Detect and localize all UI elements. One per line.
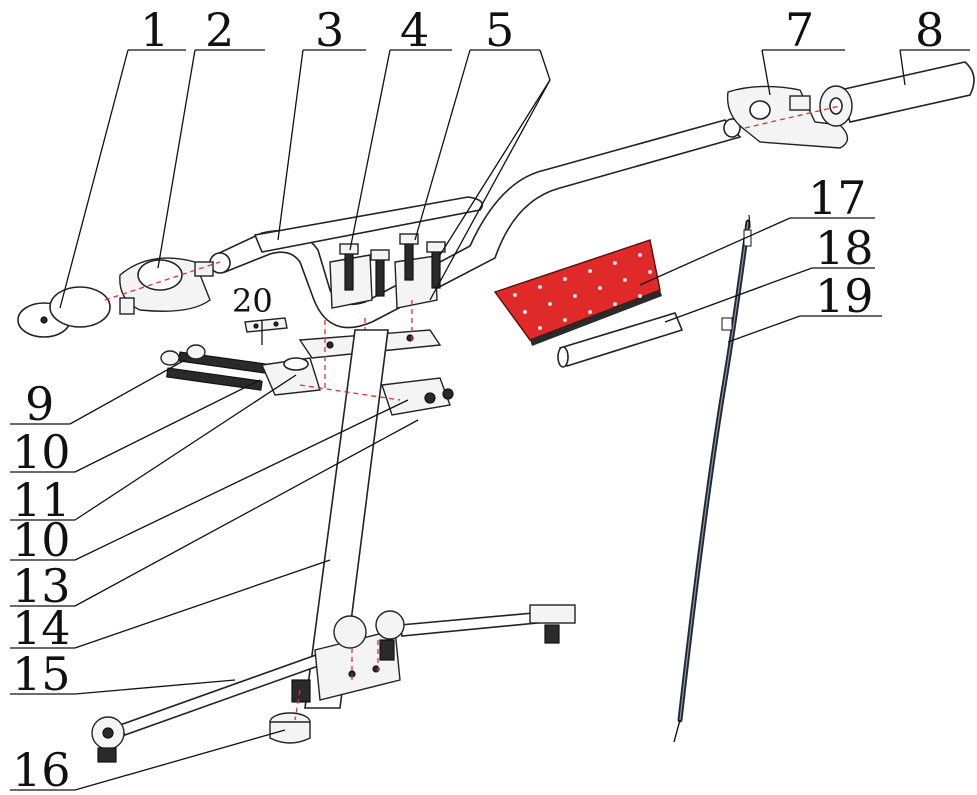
- callout-3: 3: [315, 3, 344, 57]
- handlebar-clamps: [329, 233, 446, 309]
- bar-end-cap: [17, 286, 111, 338]
- callout-14: 14: [12, 601, 71, 655]
- grip-sleeve: [557, 312, 684, 368]
- callout-15: 15: [12, 647, 71, 701]
- callout-16: 16: [12, 743, 71, 795]
- tie-rods: [91, 604, 576, 763]
- column-clamp-bolts: [160, 344, 454, 416]
- callout-18: 18: [815, 221, 874, 275]
- callout-19: 19: [815, 269, 874, 323]
- callout-9: 9: [25, 377, 54, 431]
- leader-lines: [10, 49, 970, 791]
- callout-labels: 1 2 3 4 5 7 8 9 10 11 10 13 14 15 16 17 …: [12, 3, 944, 795]
- callout-10b: 10: [12, 513, 71, 567]
- right-grip: [819, 61, 975, 127]
- handlebar: [209, 118, 742, 329]
- callout-13: 13: [12, 559, 71, 613]
- callout-4: 4: [400, 3, 429, 57]
- callout-10a: 10: [12, 425, 71, 479]
- callout-8: 8: [915, 3, 944, 57]
- callout-1: 1: [140, 3, 169, 57]
- steering-column: [304, 329, 389, 709]
- callout-2: 2: [205, 3, 234, 57]
- callout-7: 7: [785, 3, 814, 57]
- callout-17: 17: [808, 171, 867, 225]
- lower-nut: [269, 679, 311, 744]
- anti-slip-tape: [493, 239, 662, 346]
- callout-5: 5: [485, 3, 514, 57]
- right-throttle-housing: [726, 85, 849, 149]
- callout-11: 11: [12, 473, 71, 527]
- small-plate: [244, 317, 288, 333]
- callout-20: 20: [232, 282, 273, 320]
- left-switch-housing: [119, 257, 214, 315]
